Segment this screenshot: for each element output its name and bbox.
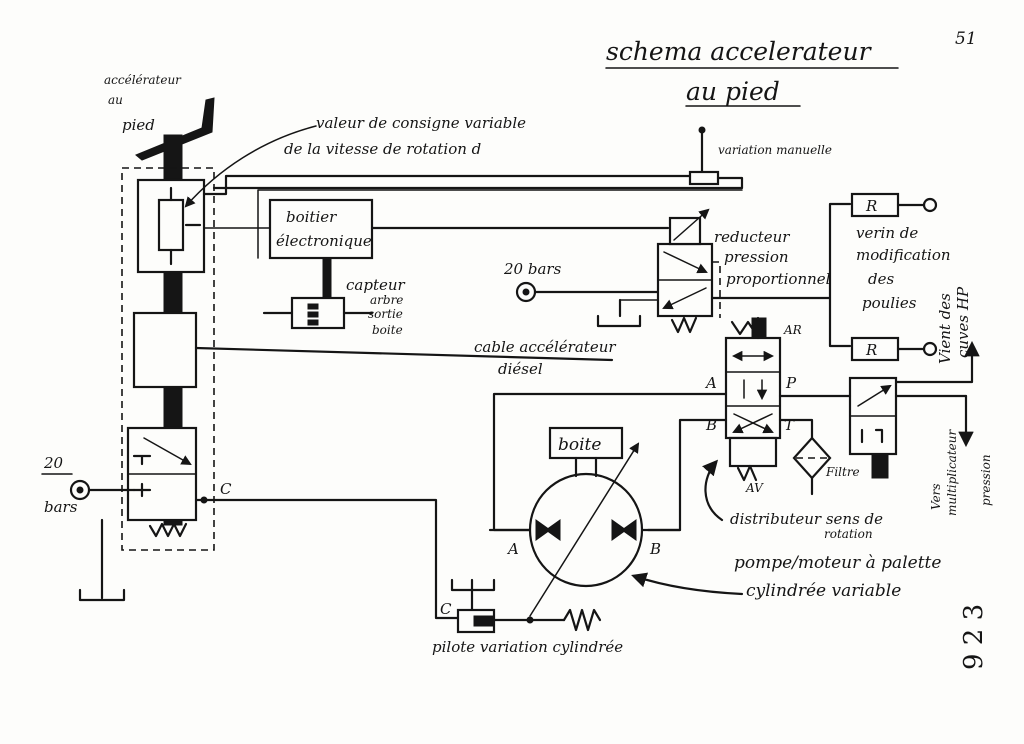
cylinder-label-line3: des <box>868 270 894 288</box>
diagram-title-line1: schema accelerateur <box>606 37 873 66</box>
accelerator-pied-label: pied <box>122 116 155 134</box>
setpoint-label-line1: valeur de consigne variable <box>316 114 526 132</box>
pump-label-line2: cylindrée variable <box>746 581 901 601</box>
r-top-label: R <box>865 197 877 215</box>
cylinder-label-line4: poulies <box>862 294 917 312</box>
port-av-label: AV <box>745 481 764 495</box>
port-a-valve-label: A <box>704 374 717 392</box>
pressure-bars-left: bars <box>44 498 78 516</box>
manual-variation-label: variation manuelle <box>718 143 832 157</box>
gearbox-box <box>548 426 624 460</box>
cable-block <box>132 311 198 389</box>
port-b-valve-label: B <box>705 416 717 434</box>
pressure-20-left: 20 <box>43 454 64 472</box>
cylinder-label-line2: modification <box>856 246 951 264</box>
electronic-box-line2: électronique <box>276 232 372 250</box>
pedal-icon <box>135 97 215 161</box>
port-t-valve-label: T <box>784 416 795 434</box>
tank-left-icon <box>78 518 126 602</box>
page-number: 51 <box>955 29 977 49</box>
sensor-label-line4: boite <box>372 323 403 337</box>
pressure-mult-label-line1: Vers <box>929 483 943 510</box>
cylinder-label-line1: verin de <box>856 224 918 242</box>
reducer-label-line2: pression <box>724 248 789 266</box>
electronic-box <box>268 198 374 260</box>
cable-label-line2: diésel <box>498 360 543 378</box>
pilot-spring-icon <box>562 608 602 632</box>
port-p-valve-label: P <box>785 374 797 392</box>
distributor-label-line1: distributeur sens de <box>730 510 883 528</box>
reducer-label-line3: proportionnel <box>726 270 831 288</box>
r-bottom-label: R <box>865 341 877 359</box>
port-c-left: C <box>220 480 232 498</box>
electronic-box-line1: boitier <box>286 208 337 226</box>
accelerator-housing <box>121 167 215 551</box>
reducer-label-line1: reducteur <box>714 228 790 246</box>
sensor-label-line2: arbre <box>370 293 403 307</box>
tank-mid-icon <box>596 298 642 328</box>
pressure-mult-label-line3: pression <box>979 454 993 506</box>
tank-pilot-icon <box>450 578 496 612</box>
pressure-mult-label-line2: multiplicateur <box>945 429 959 516</box>
cable-label-line1: cable accélérateur <box>474 338 616 356</box>
gearbox-label: boite <box>558 435 601 455</box>
filter-label: Filtre <box>825 465 860 479</box>
diagram-title-line2: au pied <box>686 77 780 106</box>
port-ar-label: AR <box>783 323 802 337</box>
manual-variation-knob <box>688 170 720 186</box>
spring-icon <box>148 522 188 538</box>
pilot-label: pilote variation cylindrée <box>432 638 623 656</box>
port-c-pilot-label: C <box>440 600 452 618</box>
distributor-label-line2: rotation <box>824 527 873 541</box>
port-b-pump-label: B <box>649 540 661 558</box>
accelerator-au-label: au <box>108 93 123 107</box>
sensor-label-line1: capteur <box>346 276 406 294</box>
hp-tanks-label-line1: Vient des <box>936 293 954 364</box>
sensor-label-line3: sortie <box>368 307 403 321</box>
port-a-pump-label: A <box>506 540 519 558</box>
hp-tanks-label-line2: cuves HP <box>954 286 972 358</box>
pressure-20-bars-mid: 20 bars <box>503 260 562 278</box>
accelerator-label: accélérateur <box>104 73 182 87</box>
stamp-mark: 9 2 3 <box>959 604 989 670</box>
setpoint-label-line2: de la vitesse de rotation d <box>284 140 481 158</box>
pump-label-line1: pompe/moteur à palette <box>734 553 941 573</box>
